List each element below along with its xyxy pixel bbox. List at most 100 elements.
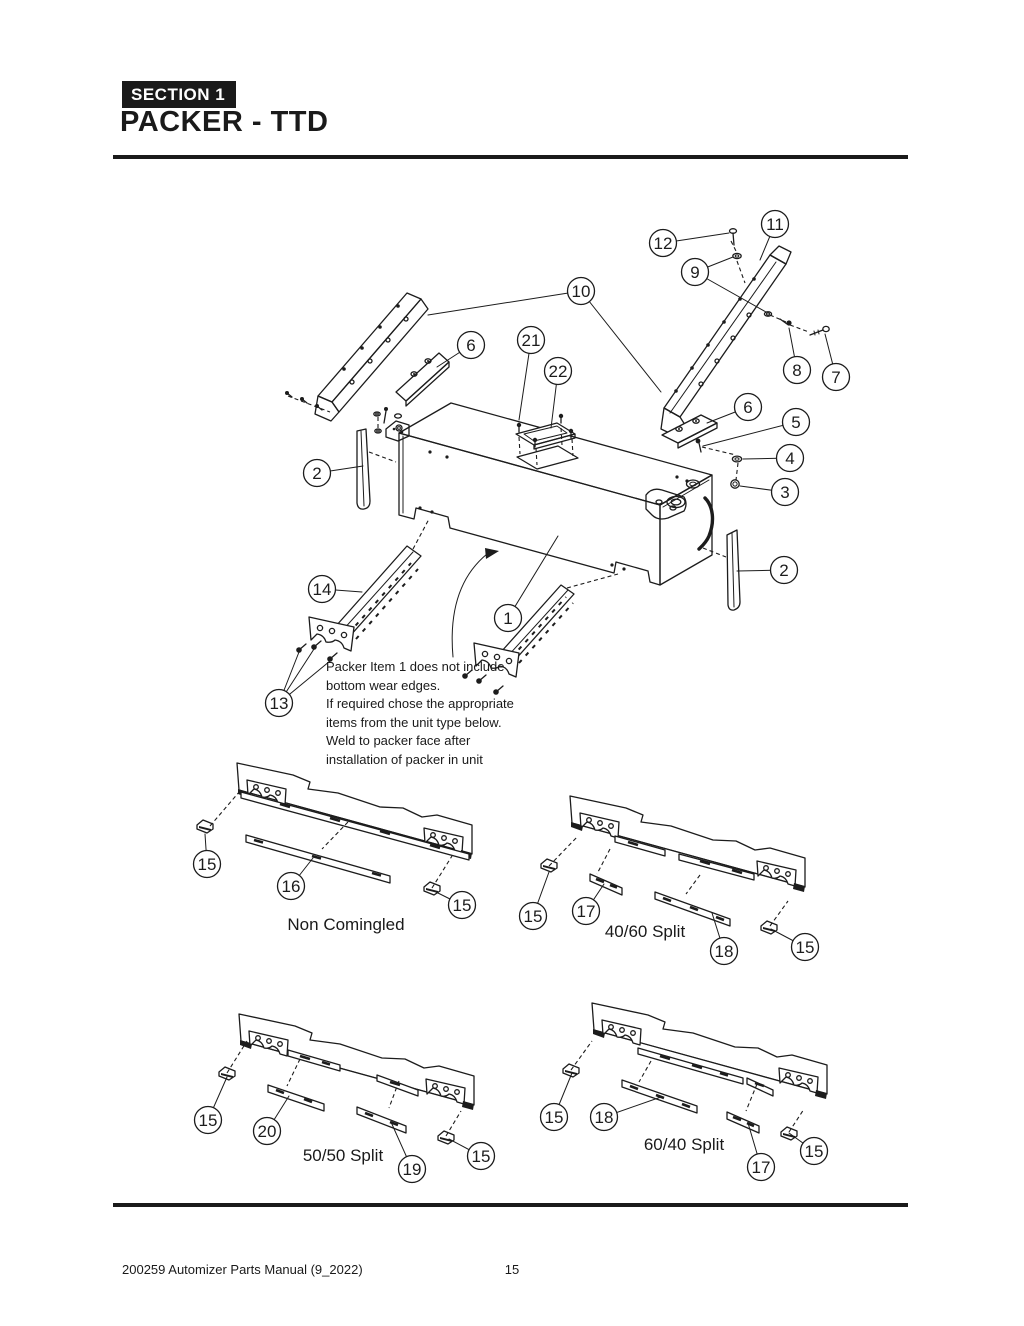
- callout-number: 15: [198, 855, 217, 874]
- callout-circle: [799, 1136, 829, 1166]
- callout-number: 15: [805, 1142, 824, 1161]
- callout-12: 12: [648, 228, 730, 258]
- callout-circle: [770, 477, 800, 507]
- callout-circle: [746, 1152, 776, 1182]
- hardware-3-4-5: [730, 455, 743, 489]
- callout-number: 6: [466, 336, 475, 355]
- callout-circle: [571, 896, 601, 926]
- callout-circle: [456, 330, 486, 360]
- callout-circle: [709, 936, 739, 966]
- callout-number: 20: [258, 1122, 277, 1141]
- callout-number: 18: [595, 1108, 614, 1127]
- callout-number: 15: [545, 1108, 564, 1127]
- callout-number: 12: [654, 234, 673, 253]
- callout-circle: [493, 603, 523, 633]
- callout-7: 7: [821, 333, 851, 392]
- callout-circle: [307, 574, 337, 604]
- callout-9: 9: [680, 256, 767, 313]
- strip-17: [589, 873, 623, 896]
- callout-circle: [769, 555, 799, 585]
- variant-label: 40/60 Split: [604, 922, 686, 941]
- rail-left: [314, 292, 429, 422]
- callout-circle: [543, 356, 573, 386]
- note-arrow: [451, 548, 499, 658]
- callout-18: 18: [709, 912, 739, 966]
- hardware-9-12: [728, 228, 773, 317]
- callout-number: 17: [752, 1158, 771, 1177]
- callout-number: 16: [282, 877, 301, 896]
- callout-13: 13: [264, 648, 331, 718]
- packer-box: [385, 402, 715, 586]
- callout-15: 15: [518, 871, 550, 931]
- variant-label: Non Comingled: [287, 915, 405, 934]
- clip-15: [437, 1130, 455, 1145]
- clip-15: [196, 819, 214, 834]
- callout-number: 10: [572, 282, 591, 301]
- callout-number: 15: [453, 896, 472, 915]
- callout-15: 15: [448, 1138, 496, 1171]
- callout-15: 15: [192, 833, 222, 879]
- callout-2: 2: [302, 458, 364, 488]
- rail-left-fasteners: [285, 391, 403, 434]
- callout-17: 17: [571, 883, 605, 926]
- callout-number: 15: [199, 1111, 218, 1130]
- strip-18: [654, 891, 731, 927]
- callout-circle: [781, 407, 811, 437]
- callout-circle: [447, 890, 477, 920]
- callout-circle: [733, 392, 763, 422]
- section-badge: SECTION 1: [122, 81, 237, 108]
- callout-number: 15: [796, 938, 815, 957]
- bolts-13: [296, 640, 338, 662]
- callout-15: 15: [433, 890, 477, 920]
- callout-15: 15: [539, 1072, 573, 1132]
- callout-number: 1: [503, 609, 512, 628]
- strip-20: [267, 1084, 325, 1112]
- callout-15: 15: [193, 1076, 228, 1135]
- bracket-6-right: [661, 414, 718, 453]
- footer-document-id: 200259 Automizer Parts Manual (9_2022): [122, 1262, 363, 1277]
- hardware-7-8: [779, 318, 830, 336]
- callout-circle: [539, 1102, 569, 1132]
- callout-number: 19: [403, 1160, 422, 1179]
- rail-right: [660, 245, 792, 438]
- callout-circle: [264, 688, 294, 718]
- callout-number: 8: [792, 361, 801, 380]
- wear-strip-2-left: [356, 428, 371, 510]
- callout-circle: [648, 228, 678, 258]
- callout-number: 22: [549, 362, 568, 381]
- callout-circle: [782, 355, 812, 385]
- strip-19: [356, 1106, 407, 1134]
- variant-50-50-split: [218, 1013, 475, 1145]
- callout-circle: [516, 325, 546, 355]
- callout-number: 2: [779, 561, 788, 580]
- callout-6: 6: [436, 330, 486, 368]
- callout-number: 3: [780, 483, 789, 502]
- callout-number: 17: [577, 902, 596, 921]
- callout-number: 7: [831, 368, 840, 387]
- callout-2: 2: [736, 555, 799, 585]
- callout-15: 15: [788, 1132, 829, 1166]
- callout-number: 6: [743, 398, 752, 417]
- callout-number: 4: [785, 449, 794, 468]
- strip-17: [726, 1111, 760, 1134]
- footer-rule: [113, 1203, 908, 1207]
- callout-number: 2: [312, 464, 321, 483]
- callout-number: 18: [715, 942, 734, 961]
- page-title: PACKER - TTD: [120, 106, 329, 138]
- callout-8: 8: [782, 327, 812, 385]
- callout-circle: [790, 932, 820, 962]
- track-assembly-left: [296, 545, 422, 662]
- variant-label: 60/40 Split: [643, 1135, 725, 1154]
- callout-20: 20: [252, 1095, 290, 1146]
- callout-circle: [302, 458, 332, 488]
- callout-17: 17: [746, 1122, 776, 1182]
- footer-page-number: 15: [504, 1262, 520, 1277]
- strip-16: [245, 834, 391, 884]
- callout-number: 9: [690, 263, 699, 282]
- callout-21: 21: [516, 325, 546, 421]
- callout-10: 10: [427, 276, 662, 393]
- bracket-6-left: [395, 352, 450, 407]
